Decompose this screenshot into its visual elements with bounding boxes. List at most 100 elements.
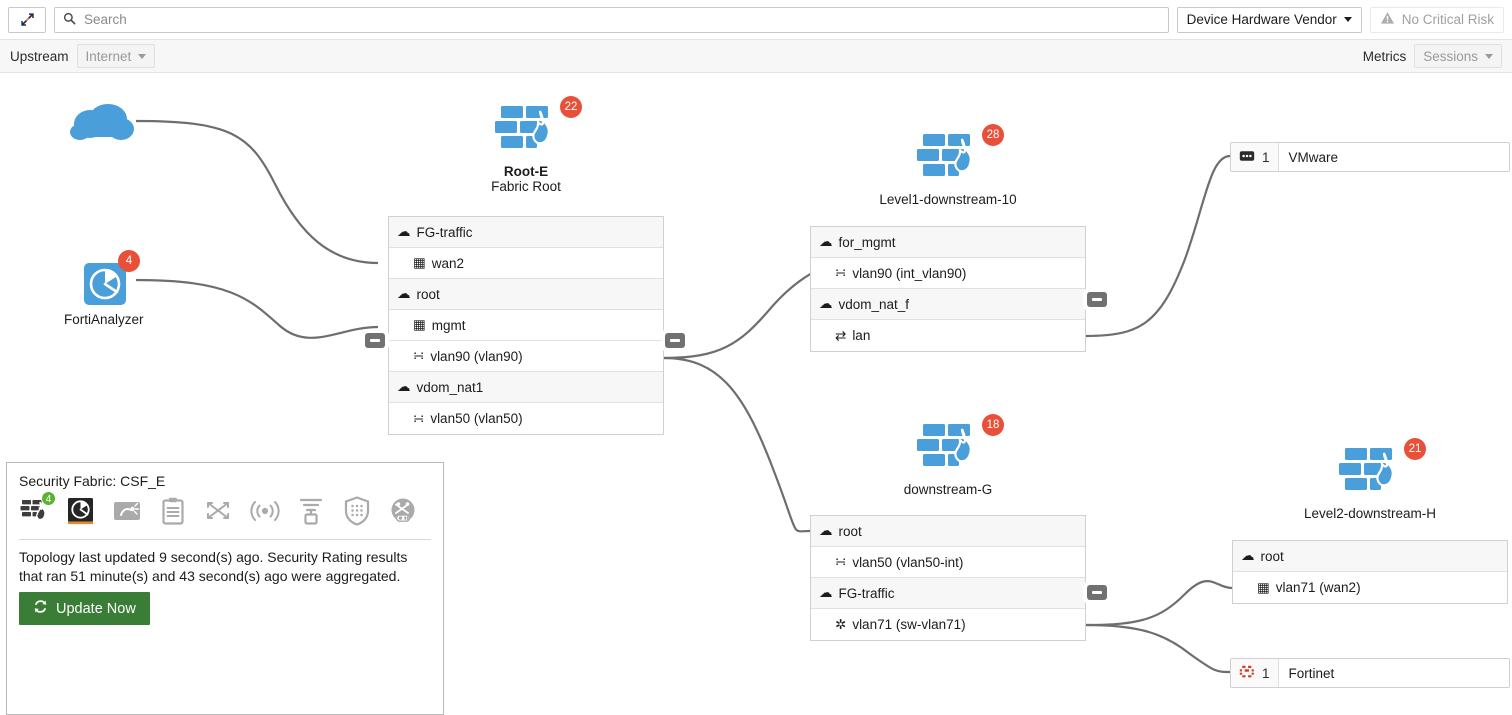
- level2-icon-wrap: 21: [1282, 438, 1458, 504]
- collapse-toggle-downstream-g[interactable]: [1087, 585, 1107, 600]
- cloud-icon: ☁: [819, 296, 833, 311]
- fortigate-icon: [1339, 448, 1394, 490]
- warning-triangle-icon: [1380, 11, 1395, 28]
- iface-label: vlan90 (vlan90): [430, 348, 523, 364]
- fortianalyzer-icon[interactable]: [65, 495, 97, 527]
- fortianalyzer-label: FortiAnalyzer: [64, 312, 144, 327]
- vlan-icon: ∺: [835, 265, 847, 280]
- chevron-down-icon: [1485, 53, 1493, 59]
- collapse-toggle-root-e[interactable]: [665, 333, 685, 348]
- device-node-downstream-g[interactable]: 18 downstream-G: [860, 414, 1036, 497]
- iface-row[interactable]: ▦vlan71 (wan2): [1233, 572, 1507, 603]
- upstream-select-value: Internet: [85, 48, 132, 64]
- device-node-level1-downstream-10[interactable]: 28 Level1-downstream-10: [860, 124, 1036, 207]
- endpoint-fortinet[interactable]: 1 Fortinet: [1230, 658, 1510, 688]
- fortigate-icon: [495, 106, 550, 148]
- iface-row[interactable]: ✲vlan71 (sw-vlan71): [811, 609, 1085, 640]
- iface-row[interactable]: ☁for_mgmt: [811, 227, 1085, 258]
- internet-cloud-icon: [68, 102, 136, 144]
- fortigate-icon: [917, 134, 972, 176]
- vmware-name: VMware: [1288, 149, 1339, 165]
- root-e-badge: 22: [560, 96, 582, 118]
- fortinet-name: Fortinet: [1288, 665, 1335, 681]
- iface-label: wan2: [431, 255, 465, 271]
- iface-label: for_mgmt: [838, 234, 896, 250]
- iface-row[interactable]: ☁vdom_nat_f: [811, 289, 1085, 320]
- iface-row[interactable]: ∺vlan50 (vlan50): [389, 403, 663, 434]
- level1-icon-wrap: 28: [860, 124, 1036, 190]
- iface-label: vlan50 (vlan50-int): [852, 554, 964, 570]
- collapse-toggle-level1[interactable]: [1087, 292, 1107, 307]
- iface-row[interactable]: ☁ root: [389, 279, 663, 310]
- iface-table-root-e: ☁FG-traffic ▦wan2 ☁root ▦mgmt ∺vlan90 (v…: [388, 216, 664, 435]
- endpoint-vmware[interactable]: 1 VMware: [1230, 142, 1510, 172]
- search-icon: [63, 12, 76, 28]
- level2-badge: 21: [1404, 438, 1426, 460]
- iface-row[interactable]: ∺vlan90 (vlan90): [389, 341, 663, 372]
- upstream-select[interactable]: Internet: [76, 44, 156, 68]
- iface-label: vlan71 (wan2): [1275, 580, 1361, 595]
- vmware-count: 1: [1262, 149, 1270, 165]
- legend-title: Security Fabric: CSF_E: [19, 473, 166, 489]
- fortianalyzer-node[interactable]: 4 FortiAnalyzer: [64, 250, 144, 327]
- iface-row[interactable]: ∺vlan50 (vlan50-int): [811, 547, 1085, 578]
- fortiswitch-icon[interactable]: [203, 495, 235, 527]
- device-node-root-e[interactable]: 22 Root-E Fabric Root: [438, 96, 614, 194]
- root-e-name: Root-E: [503, 164, 549, 179]
- iface-row[interactable]: ☁ root: [811, 516, 1085, 547]
- iface-label: vdom_nat1: [416, 379, 484, 395]
- internet-cloud-node[interactable]: [68, 102, 136, 144]
- device-hardware-vendor-dropdown[interactable]: Device Hardware Vendor: [1176, 6, 1362, 33]
- top-toolbar: Device Hardware Vendor No Critical Risk: [0, 0, 1512, 40]
- level2-label: Level2-downstream-H: [1303, 506, 1437, 521]
- iface-row[interactable]: ∺vlan90 (int_vlan90): [811, 258, 1085, 289]
- iface-table-level2-downstream-h: ☁root ▦vlan71 (wan2): [1232, 540, 1508, 604]
- iface-label: root: [416, 286, 440, 302]
- iface-label: FG-traffic: [416, 224, 473, 240]
- search-input[interactable]: [82, 11, 1160, 28]
- iface-label: vlan71 (sw-vlan71): [852, 617, 966, 632]
- legend-divider: [19, 539, 431, 540]
- fortimanager-icon[interactable]: [157, 495, 189, 527]
- fortiextender-icon[interactable]: [295, 495, 327, 527]
- vmware-device-icon: [1239, 150, 1255, 165]
- iface-label: vlan50 (vlan50): [430, 411, 523, 426]
- filter-subbar: Upstream Internet Metrics Sessions: [0, 40, 1512, 73]
- iface-label: root: [1260, 548, 1284, 564]
- device-node-level2-downstream-h[interactable]: 21 Level2-downstream-H: [1282, 438, 1458, 521]
- iface-row[interactable]: ☁FG-traffic: [811, 578, 1085, 609]
- iface-table-downstream-g: ☁ root ∺vlan50 (vlan50-int) ☁FG-traffic ✲…: [810, 515, 1086, 641]
- fortigate-icon[interactable]: 4: [19, 491, 56, 527]
- port-icon: ▦: [413, 317, 426, 332]
- refresh-icon: [33, 599, 48, 618]
- iface-row[interactable]: ⇄lan: [811, 320, 1085, 351]
- search-box[interactable]: [54, 6, 1169, 33]
- forticlient-icon[interactable]: [341, 495, 373, 527]
- iface-row[interactable]: ▦mgmt: [389, 310, 663, 341]
- update-now-button[interactable]: Update Now: [19, 592, 150, 625]
- topology-status-text: Topology last updated 9 second(s) ago. S…: [19, 549, 408, 584]
- downstream-g-badge: 18: [982, 414, 1004, 436]
- upstream-label: Upstream: [10, 48, 69, 64]
- fortigate-count-badge: 4: [41, 491, 56, 506]
- fortisandbox-icon[interactable]: [111, 495, 143, 527]
- collapse-arrows-icon[interactable]: [8, 6, 46, 33]
- collapse-toggle-fortianalyzer[interactable]: [365, 333, 385, 348]
- fortimail-icon[interactable]: [387, 495, 419, 527]
- root-e-subtitle: Fabric Root: [491, 179, 561, 194]
- fortiap-icon[interactable]: [249, 495, 281, 527]
- cloud-icon: ☁: [397, 224, 411, 239]
- iface-label: FG-traffic: [838, 585, 895, 601]
- iface-row[interactable]: ☁root: [1233, 541, 1507, 572]
- iface-row[interactable]: ▦wan2: [389, 248, 663, 279]
- iface-row[interactable]: ☁vdom_nat1: [389, 372, 663, 403]
- metrics-select[interactable]: Sessions: [1414, 44, 1502, 68]
- risk-status-label: No Critical Risk: [1401, 12, 1494, 27]
- root-e-label: Root-E Fabric Root: [438, 164, 614, 194]
- cloud-icon: ☁: [819, 523, 833, 538]
- cloud-icon: ☁: [397, 286, 411, 301]
- risk-status-badge[interactable]: No Critical Risk: [1369, 6, 1504, 33]
- iface-row[interactable]: ☁ FG-traffic: [389, 217, 663, 248]
- iface-label: root: [838, 523, 862, 539]
